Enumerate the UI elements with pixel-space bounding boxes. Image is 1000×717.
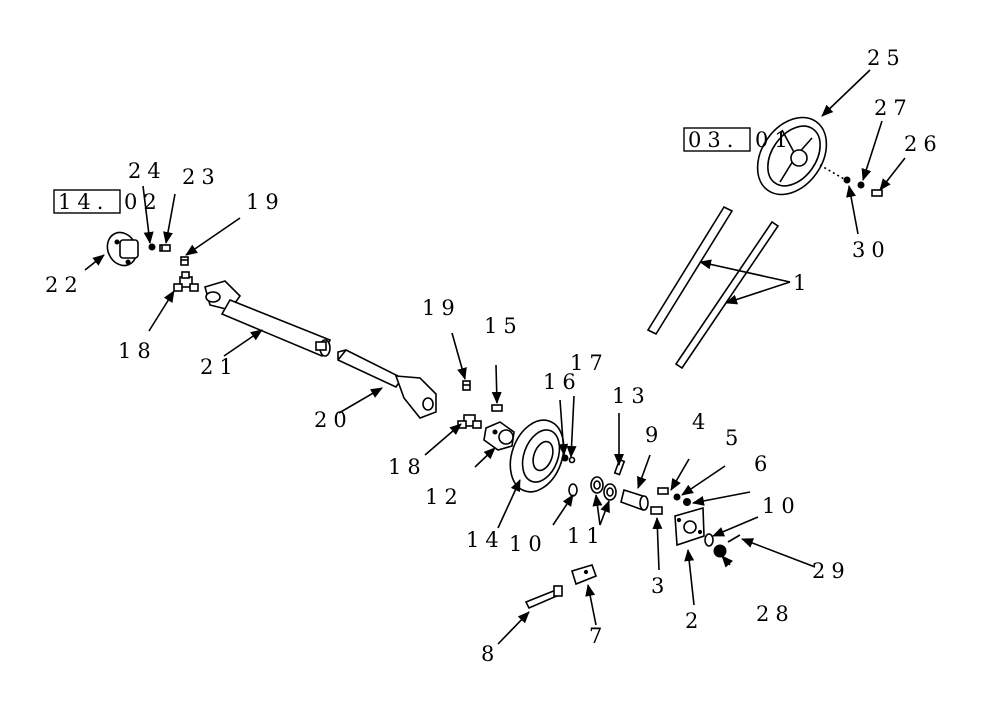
svg-text:03.: 03.: [688, 128, 739, 152]
callout-30: 30: [852, 238, 891, 262]
callout-10-right: 10: [762, 494, 801, 518]
leader-lines: [84, 69, 906, 645]
washer-part: [568, 456, 576, 464]
svg-text:14.: 14.: [58, 190, 109, 214]
bolt-part: [491, 404, 503, 412]
pin-part: [727, 534, 741, 543]
nut-part: [843, 176, 851, 184]
bolt-part: [871, 189, 883, 197]
callout-15: 15: [484, 314, 523, 338]
callout-19-left: 19: [246, 190, 285, 214]
long-bolt-part: [524, 585, 563, 610]
universal-cross-part: [173, 271, 199, 292]
callout-18-center: 18: [388, 455, 427, 479]
callout-19-center: 19: [422, 296, 461, 320]
belt-part: [646, 205, 780, 370]
lockwasher-part: [673, 493, 681, 501]
bearing-part: [590, 476, 604, 494]
callout-3: 3: [651, 574, 670, 598]
callout-27: 27: [874, 96, 913, 120]
callout-24: 24: [128, 159, 167, 183]
callout-20: 20: [314, 408, 353, 432]
drive-pulley-part: [756, 116, 828, 196]
callout-8: 8: [481, 642, 500, 666]
bolt-part: [657, 487, 669, 495]
flange-yoke-part: [106, 231, 139, 267]
nut-part: [683, 498, 691, 506]
bearing-part: [603, 483, 617, 501]
callout-7: 7: [589, 624, 608, 648]
callout-28: 28: [756, 602, 795, 626]
callout-11: 11: [567, 524, 606, 548]
svg-text:01: 01: [755, 128, 794, 152]
bolt-part: [650, 506, 663, 515]
callout-25: 25: [867, 46, 906, 70]
callout-26: 26: [904, 132, 943, 156]
bracket-part: [570, 564, 598, 586]
bolt-part: [159, 244, 171, 252]
outer-drive-tube-part: [204, 280, 332, 358]
nut-part: [148, 243, 156, 251]
inner-drive-shaft-part: [337, 349, 437, 419]
callout-6: 6: [754, 452, 773, 476]
grease-fitting-part: [180, 256, 189, 266]
callout-14: 14: [466, 528, 505, 552]
cap-nut-part: [713, 544, 727, 558]
callout-4: 4: [692, 410, 711, 434]
callout-12: 12: [425, 485, 464, 509]
hub-yoke-part: [483, 421, 515, 451]
callout-10-left: 10: [509, 532, 548, 556]
pulley-part: [509, 419, 565, 493]
grease-fitting-part: [462, 380, 471, 391]
callout-13: 13: [612, 384, 651, 408]
reference-box: 14. 02: [53, 189, 163, 214]
snap-ring-part: [704, 533, 714, 547]
lockwasher-part: [857, 181, 865, 189]
callout-16: 16: [543, 370, 582, 394]
reference-box: 03. 01: [683, 127, 794, 152]
callout-17: 17: [570, 351, 609, 375]
bearing-plate-part: [674, 506, 705, 547]
callout-5: 5: [725, 426, 744, 450]
callout-22: 22: [45, 273, 84, 297]
universal-cross-part: [457, 414, 482, 429]
callout-21: 21: [200, 355, 239, 379]
callout-23: 23: [182, 165, 221, 189]
callout-9: 9: [645, 423, 664, 447]
snap-ring-part: [568, 483, 578, 497]
callout-2: 2: [685, 609, 704, 633]
callout-18-left: 18: [118, 339, 157, 363]
nut-part: [561, 454, 569, 462]
svg-text:02: 02: [124, 190, 163, 214]
shaft-part: [620, 488, 649, 512]
callout-29: 29: [812, 559, 851, 583]
callout-1: 1: [793, 271, 812, 295]
